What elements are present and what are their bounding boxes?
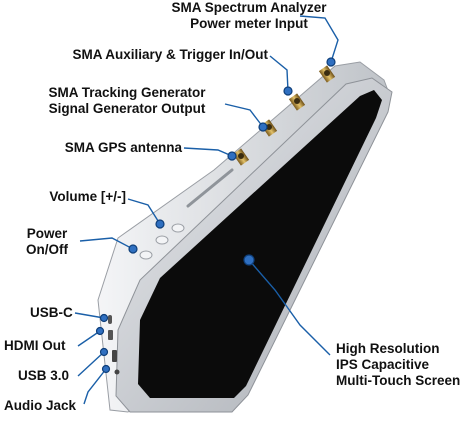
power-button (139, 250, 153, 260)
leader-audio-jack (83, 368, 107, 405)
leader-hdmi-out (77, 330, 101, 347)
label-sma-gps: SMA GPS antenna (64, 140, 182, 155)
marker-usb-3 (99, 347, 109, 357)
leader-screen (248, 259, 331, 356)
usb3-port (112, 350, 117, 362)
audio-jack-port (114, 369, 120, 375)
volume-down-button (155, 235, 169, 245)
label-usb-c: USB-C (30, 305, 73, 320)
leader-volume (127, 198, 161, 225)
leader-sma-tracking (224, 103, 264, 128)
marker-sma-aux (283, 86, 293, 96)
sma-spectrum-connector (318, 65, 336, 83)
hdmi-port (108, 330, 113, 340)
leader-power (79, 237, 134, 250)
leader-usb-3 (77, 351, 105, 377)
sma-gps-connector (232, 148, 250, 166)
leader-sma-gps (183, 147, 233, 157)
marker-dots (95, 57, 336, 374)
marker-power (128, 244, 138, 254)
side-slot (186, 168, 234, 208)
marker-screen (243, 254, 255, 266)
label-audio-jack: Audio Jack (4, 398, 77, 413)
usb-c-port (108, 315, 112, 324)
touch-screen (138, 90, 382, 398)
label-usb-3: USB 3.0 (18, 368, 70, 383)
leader-lines (74, 15, 339, 405)
label-volume: Volume [+/-] (49, 189, 126, 204)
left-ports (108, 315, 120, 375)
side-buttons (139, 223, 185, 260)
leader-sma-aux (269, 55, 289, 92)
marker-sma-spectrum (326, 57, 336, 67)
label-sma-tracking: SMA Tracking Generator Signal Generator … (48, 85, 206, 116)
leader-sma-spectrum (299, 15, 339, 63)
marker-sma-tracking (258, 122, 268, 132)
label-sma-spectrum: SMA Spectrum Analyzer Power meter Input (171, 0, 327, 31)
label-sma-aux: SMA Auxiliary & Trigger In/Out (72, 47, 268, 62)
marker-volume (155, 219, 165, 229)
marker-usb-c (99, 313, 109, 323)
marker-audio-jack (101, 364, 111, 374)
sma-aux-connector (288, 93, 306, 111)
label-screen: High Resolution IPS Capacitive Multi-Tou… (336, 341, 461, 388)
label-hdmi-out: HDMI Out (4, 338, 66, 353)
label-power: Power On/Off (26, 226, 68, 257)
volume-up-button (171, 223, 185, 233)
leader-usb-c (74, 312, 105, 319)
marker-hdmi-out (95, 326, 105, 336)
marker-sma-gps (227, 151, 237, 161)
